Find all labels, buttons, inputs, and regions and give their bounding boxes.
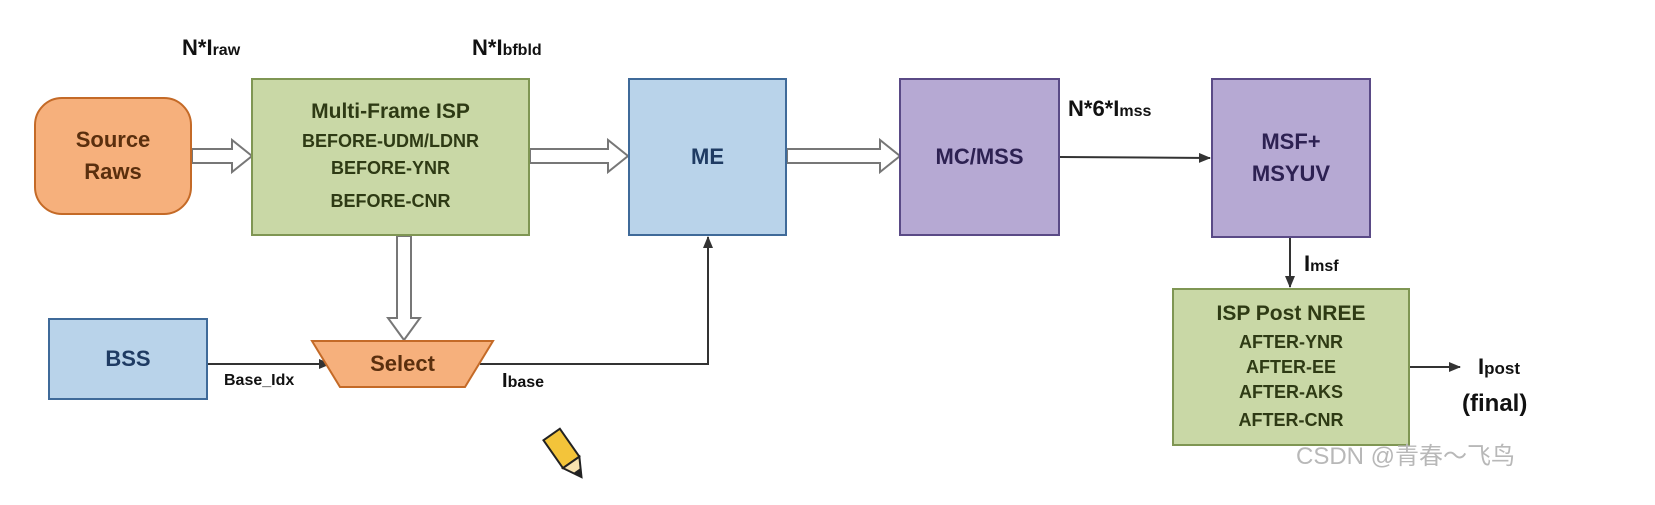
node-source-raws: Source Raws: [34, 97, 192, 215]
node-bss: BSS: [48, 318, 208, 400]
label-main: N*I: [182, 35, 213, 60]
isp-post-title: ISP Post NREE: [1216, 301, 1366, 325]
label-sub: msf: [1310, 258, 1339, 275]
label-ipost: Ipost: [1478, 354, 1520, 380]
label-n-ibfbld: N*Ibfbld: [472, 35, 542, 61]
label-imsf: Imsf: [1304, 251, 1339, 277]
bss-label: BSS: [105, 346, 151, 371]
label-sub: bfbld: [502, 42, 542, 59]
watermark: CSDN @青春～飞鸟: [1296, 443, 1516, 470]
label-main: I: [502, 370, 508, 392]
isp-item: BEFORE-CNR: [330, 190, 451, 211]
node-multi-frame-isp: Multi-Frame ISP BEFORE-UDM/LDNR BEFORE-Y…: [251, 78, 530, 236]
isp-item: BEFORE-YNR: [330, 157, 450, 178]
multi-frame-isp-title: Multi-Frame ISP: [311, 99, 470, 123]
me-label: ME: [691, 144, 724, 169]
node-select: Select: [312, 341, 493, 387]
post-item: AFTER-AKS: [1239, 381, 1343, 402]
label-n-iraw: N*Iraw: [182, 35, 240, 61]
node-me: ME: [628, 78, 787, 236]
label-sub: mss: [1119, 103, 1152, 120]
arrow-isp-to-select: [386, 235, 422, 342]
label-sub: raw: [212, 42, 241, 59]
isp-item: BEFORE-UDM/LDNR: [302, 130, 479, 151]
post-item: AFTER-EE: [1246, 356, 1336, 377]
arrow-isp-to-me: [529, 137, 630, 175]
label-n6-imss: N*6*Imss: [1068, 96, 1151, 122]
msf-line1: MSF+: [1261, 129, 1321, 154]
node-mc-mss: MC/MSS: [899, 78, 1060, 236]
arrow-mcmss-to-msf: [1059, 152, 1211, 163]
label-main: I: [1304, 251, 1311, 276]
post-item: AFTER-YNR: [1239, 331, 1343, 352]
pencil-icon: [542, 427, 583, 479]
arrow-select-to-me: [480, 236, 713, 365]
label-final: (final): [1462, 390, 1528, 417]
post-item: AFTER-CNR: [1238, 409, 1344, 430]
msf-line2: MSYUV: [1251, 161, 1331, 186]
label-sub: post: [1484, 359, 1521, 378]
label-base-idx: Base_Idx: [224, 372, 295, 389]
mc-mss-label: MC/MSS: [935, 144, 1024, 169]
label-main: N*I: [472, 35, 503, 60]
label-ibase: Ibase: [502, 370, 544, 393]
source-raws-line1: Source: [75, 127, 151, 152]
label-sub: base: [507, 374, 545, 391]
source-raws-line2: Raws: [84, 159, 142, 184]
label-main: N*6*I: [1068, 96, 1120, 121]
node-isp-post-nree: ISP Post NREE AFTER-YNR AFTER-EE AFTER-A…: [1172, 288, 1410, 446]
arrow-source-to-isp: [191, 137, 254, 175]
select-label: Select: [370, 351, 435, 376]
select-shape: [310, 340, 495, 388]
node-msf-msyuv: MSF+ MSYUV: [1211, 78, 1371, 238]
arrow-me-to-mcmss: [786, 137, 902, 175]
label-main: I: [1478, 354, 1485, 379]
